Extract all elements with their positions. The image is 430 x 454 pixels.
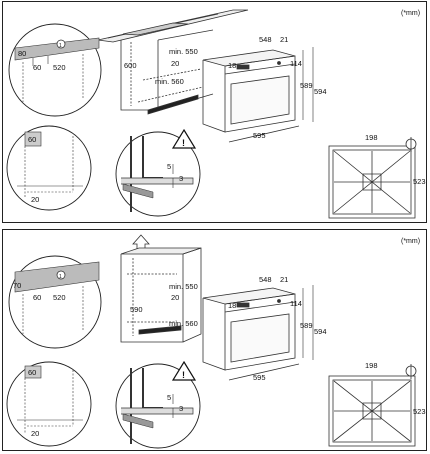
detail-top-dim-520: 520: [53, 293, 66, 302]
cabinet-gap-dim: 20: [171, 59, 179, 68]
cabinet: [120, 29, 214, 115]
installation-diagram-undercounter: (*mm) 600 min. 550 20 min. 560 1 80 60 5…: [6, 9, 426, 219]
cabinet-width-dim: min. 550: [169, 47, 198, 56]
oven-door-dim: 21: [280, 275, 288, 284]
oven-panel-dim: 114: [290, 299, 302, 308]
detail-top-dim-70: 70: [13, 281, 21, 290]
detail-circle-warning: [115, 131, 201, 217]
detail-side-dim-20: 20: [31, 195, 39, 204]
tall-cabinet: [120, 234, 202, 343]
detail-top-dim-520: 520: [53, 63, 66, 72]
oven-panel-dim: 114: [290, 59, 302, 68]
installation-panel-undercounter: (*mm) 600 min. 550 20 min. 560 1 80 60 5…: [2, 1, 427, 223]
detail-top-dim-80: 80: [18, 49, 26, 58]
units-label: (*mm): [401, 238, 420, 245]
installation-panel-column: (*mm) 590 min. 550 20 min. 560 1 70 60 5…: [2, 229, 427, 451]
hob-width-dim: 198: [365, 361, 378, 370]
hob-depth-dim: 523: [413, 407, 426, 416]
oven-door-dim: 21: [280, 35, 288, 44]
warning-dim-5: 5: [167, 162, 171, 171]
oven-height-dim: 594: [314, 327, 327, 336]
detail-circle-top: 1: [8, 255, 102, 349]
detail-top-dim-60: 60: [33, 293, 41, 302]
oven-illustration: [202, 47, 314, 143]
installation-diagram-column: (*mm) 590 min. 550 20 min. 560 1 70 60 5…: [6, 234, 426, 449]
hob-width-dim: 198: [365, 133, 378, 142]
detail-circle-side: [6, 125, 92, 211]
svg-text:!: !: [182, 370, 185, 380]
oven-height-dim: 594: [314, 87, 327, 96]
cabinet-depth-dim: min. 560: [155, 77, 184, 86]
cabinet-depth-dim: min. 560: [169, 319, 198, 328]
detail-side-dim-20: 20: [31, 429, 39, 438]
units-label: (*mm): [401, 10, 420, 17]
svg-text:!: !: [182, 138, 185, 148]
warning-triangle-icon: !: [171, 360, 197, 381]
hob-depth-dim: 523: [413, 177, 426, 186]
detail-circle-side: [6, 361, 92, 447]
countertop: [97, 9, 249, 43]
oven-top-gap-dim: 18: [228, 61, 236, 70]
oven-width-dim: 595: [253, 131, 266, 140]
detail-number-icon: 1: [59, 274, 62, 280]
detail-circle-warning: [115, 363, 201, 449]
oven-inner-height-dim: 589: [300, 81, 313, 90]
cabinet-height-dim: 590: [130, 305, 143, 314]
warning-triangle-icon: !: [171, 128, 197, 149]
oven-depth-dim: 548: [259, 275, 272, 284]
warning-dim-3: 3: [179, 174, 183, 183]
oven-depth-dim: 548: [259, 35, 272, 44]
warning-dim-3: 3: [179, 404, 183, 413]
detail-number-icon: 1: [59, 43, 62, 49]
oven-width-dim: 595: [253, 373, 266, 382]
oven-inner-height-dim: 589: [300, 321, 313, 330]
hob-illustration: [328, 364, 417, 447]
cabinet-gap-dim: 20: [171, 293, 179, 302]
detail-top-dim-60: 60: [33, 63, 41, 72]
detail-side-dim-60: 60: [28, 368, 36, 377]
detail-circle-top: 1: [8, 23, 102, 117]
warning-dim-5: 5: [167, 393, 171, 402]
detail-side-dim-60: 60: [28, 135, 36, 144]
oven-top-gap-dim: 18: [228, 301, 236, 310]
cabinet-height-dim: 600: [124, 61, 137, 70]
hob-illustration: [328, 137, 417, 219]
oven-illustration: [202, 285, 314, 381]
cabinet-width-dim: min. 550: [169, 282, 198, 291]
